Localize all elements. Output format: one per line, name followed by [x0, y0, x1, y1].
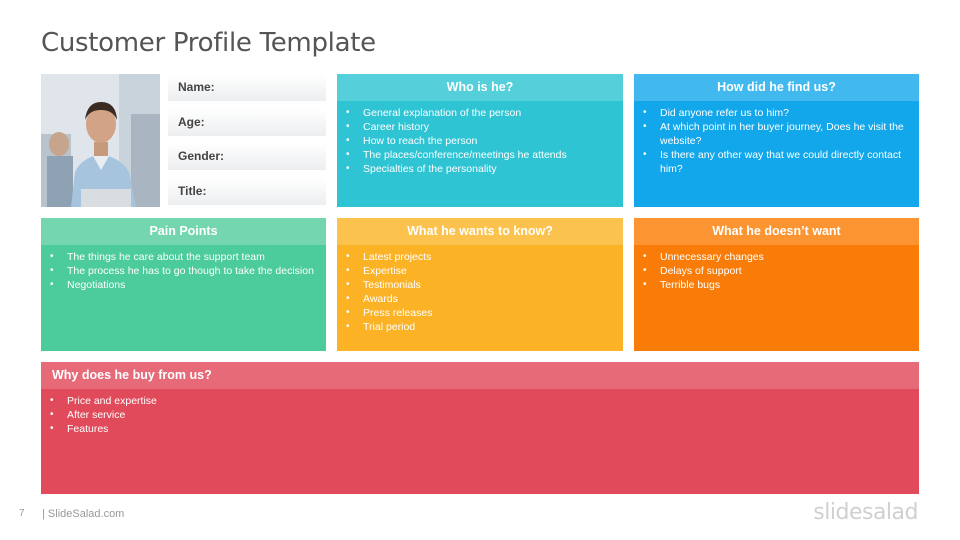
list-item: Did anyone refer us to him?	[643, 106, 909, 120]
list-item: At which point in her buyer journey, Doe…	[643, 120, 909, 148]
card-title: How did he find us?	[634, 74, 919, 101]
card-list: Latest projects Expertise Testimonials A…	[337, 245, 623, 334]
what-he-doesnt-want-card: What he doesn’t want Unnecessary changes…	[634, 218, 919, 351]
age-field: Age:	[168, 109, 326, 136]
list-item: The process he has to go though to take …	[50, 264, 316, 278]
how-did-he-find-us-card: How did he find us? Did anyone refer us …	[634, 74, 919, 207]
list-item: Expertise	[346, 264, 613, 278]
gender-field: Gender:	[168, 143, 326, 170]
list-item: General explanation of the person	[346, 106, 613, 120]
card-list: Unnecessary changes Delays of support Te…	[634, 245, 919, 292]
list-item: Unnecessary changes	[643, 250, 909, 264]
card-list: General explanation of the person Career…	[337, 101, 623, 176]
page-title: Customer Profile Template	[41, 28, 376, 58]
list-item: Specialties of the personality	[346, 162, 613, 176]
pain-points-card: Pain Points The things he care about the…	[41, 218, 326, 351]
list-item: Terrible bugs	[643, 278, 909, 292]
list-item: Trial period	[346, 320, 613, 334]
card-list: Did anyone refer us to him? At which poi…	[634, 101, 919, 176]
profile-photo	[41, 74, 160, 207]
list-item: Awards	[346, 292, 613, 306]
list-item: Testimonials	[346, 278, 613, 292]
card-list: Price and expertise After service Featur…	[41, 389, 919, 436]
list-item: Career history	[346, 120, 613, 134]
name-field: Name:	[168, 74, 326, 101]
card-title: Pain Points	[41, 218, 326, 245]
page-number: 7	[19, 508, 25, 519]
title-field: Title:	[168, 178, 326, 205]
what-he-wants-to-know-card: What he wants to know? Latest projects E…	[337, 218, 623, 351]
card-title: What he doesn’t want	[634, 218, 919, 245]
who-is-he-card: Who is he? General explanation of the pe…	[337, 74, 623, 207]
person-illustration	[41, 74, 160, 207]
list-item: How to reach the person	[346, 134, 613, 148]
list-item: After service	[50, 408, 909, 422]
list-item: The things he care about the support tea…	[50, 250, 316, 264]
brand-logo: slidesalad	[813, 500, 918, 525]
card-list: The things he care about the support tea…	[41, 245, 326, 292]
why-does-he-buy-card: Why does he buy from us? Price and exper…	[41, 362, 919, 494]
list-item: The places/conference/meetings he attend…	[346, 148, 613, 162]
list-item: Price and expertise	[50, 394, 909, 408]
list-item: Features	[50, 422, 909, 436]
footer-site: | SlideSalad.com	[42, 508, 125, 520]
list-item: Negotiations	[50, 278, 316, 292]
card-title: Who is he?	[337, 74, 623, 101]
card-title: Why does he buy from us?	[41, 362, 919, 389]
list-item: Press releases	[346, 306, 613, 320]
list-item: Latest projects	[346, 250, 613, 264]
list-item: Delays of support	[643, 264, 909, 278]
card-title: What he wants to know?	[337, 218, 623, 245]
list-item: Is there any other way that we could dir…	[643, 148, 909, 176]
